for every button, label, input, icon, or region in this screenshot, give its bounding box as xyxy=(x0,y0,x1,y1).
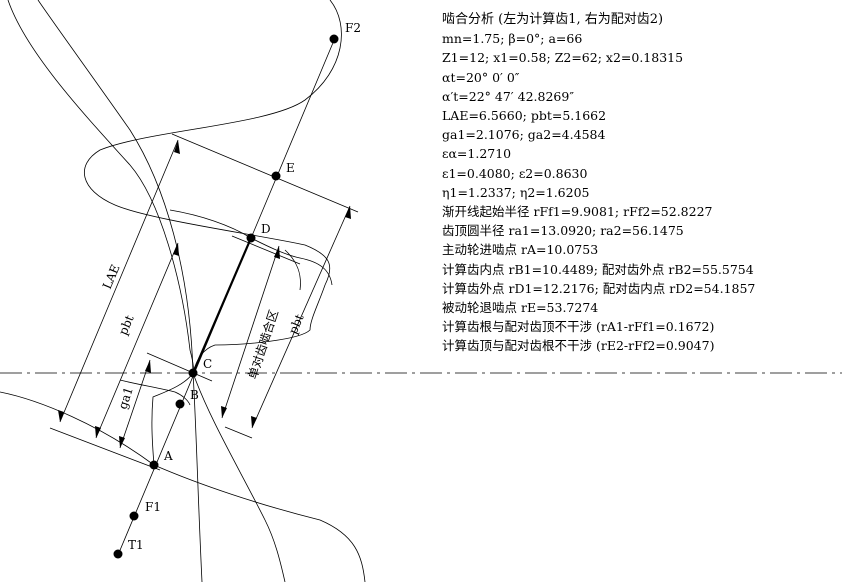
param-line-re: 被动轮退啮点 rE=53.7274 xyxy=(442,300,599,316)
pbt-left-arrow-start xyxy=(95,426,101,438)
label-f2: F2 xyxy=(345,21,361,35)
param-line-rb: 计算齿内点 rB1=10.4489; 配对齿外点 rB2=55.5754 xyxy=(442,261,754,277)
single-pair-segment xyxy=(191,237,253,374)
ga1-arrow-end xyxy=(145,360,151,373)
param-line-ga: ga1=2.1076; ga2=4.4584 xyxy=(442,127,606,143)
label-pbt-left: pbt xyxy=(116,313,137,337)
point-f1-marker xyxy=(129,511,139,521)
param-line-lae: LAE=6.5660; pbt=5.1662 xyxy=(442,108,607,124)
ext-line-e xyxy=(171,133,359,213)
label-pbt-right: pbt xyxy=(286,312,307,336)
gear1-flank-curve xyxy=(7,0,194,374)
point-c-marker xyxy=(188,368,198,378)
mesh-analysis-panel: 啮合分析 (左为计算齿1, 右为配对齿2) mn=1.75; β=0°; a=6… xyxy=(442,10,834,356)
label-lae: LAE xyxy=(100,262,123,291)
param-line-rd: 计算齿外点 rD1=12.2176; 配对齿内点 rD2=54.1857 xyxy=(442,280,756,296)
ext-line-a xyxy=(49,427,161,471)
pbt-left-dimension-line xyxy=(95,242,179,439)
param-line-teeth: Z1=12; x1=0.58; Z2=62; x2=0.18315 xyxy=(442,50,684,66)
param-line-module: mn=1.75; β=0°; a=66 xyxy=(442,31,583,47)
ga1-arrow-start xyxy=(119,436,125,448)
point-d-marker xyxy=(246,233,256,243)
param-line-eta: η1=1.2337; η2=1.6205 xyxy=(442,184,590,200)
label-b: B xyxy=(190,388,199,402)
ext-line-d xyxy=(231,235,301,265)
param-line-tip-check: 计算齿顶与配对齿根不干涉 (rE2-rFf2=0.9047) xyxy=(442,338,715,354)
gear1-tooth-profile xyxy=(37,0,203,582)
pbt-left-arrow-end xyxy=(173,243,179,256)
label-single-pair-zone: 单对齿啮合区 xyxy=(245,308,282,381)
gear2-fillet-curve xyxy=(119,379,191,406)
lae-arrow-start xyxy=(58,410,64,422)
ext-line-c xyxy=(146,352,213,382)
param-line-epsilon: ε1=0.4080; ε2=0.8630 xyxy=(442,165,588,181)
param-line-rff: 渐开线起始半径 rFf1=9.9081; rFf2=52.8227 xyxy=(442,204,713,220)
single-zone-arrow-end xyxy=(274,246,280,259)
param-line-ra: 齿顶圆半径 ra1=13.0920; ra2=56.1475 xyxy=(442,223,684,239)
param-line-ra-point: 主动轮进啮点 rA=10.0753 xyxy=(442,242,599,258)
pbt-right-dimension-line xyxy=(251,205,351,429)
label-a: A xyxy=(163,449,173,463)
single-zone-dimension-line xyxy=(221,245,280,419)
single-zone-arrow-start xyxy=(221,406,227,418)
param-line-alpha-t-prime: α′t=22° 47′ 42.8269″ xyxy=(442,88,574,104)
point-e-marker xyxy=(271,171,281,181)
param-line-root-check: 计算齿根与配对齿顶不干涉 (rA1-rFf1=0.1672) xyxy=(442,319,715,335)
label-t1: T1 xyxy=(128,538,144,552)
label-c: C xyxy=(203,357,212,371)
ga1-dimension-line xyxy=(119,359,151,449)
gear1-root-curve xyxy=(0,391,366,582)
param-line-alpha-t: αt=20° 0′ 0″ xyxy=(442,69,520,85)
lae-arrow-end xyxy=(174,140,180,154)
lae-dimension-line xyxy=(59,139,179,423)
label-ga1: ga1 xyxy=(116,385,136,411)
gear-contact-curve xyxy=(169,209,333,286)
pbt-right-arrow-start xyxy=(251,416,257,428)
gear1-root-curve-2 xyxy=(192,372,286,582)
label-e: E xyxy=(286,161,295,175)
param-line-epsilon-alpha: εα=1.2710 xyxy=(442,146,512,162)
point-b-marker xyxy=(175,399,185,409)
label-d: D xyxy=(261,222,271,236)
label-f1: F1 xyxy=(145,500,161,514)
pbt-right-arrow-end xyxy=(345,206,351,219)
point-f2-marker xyxy=(329,34,339,44)
gear-contact-curve-2 xyxy=(284,249,301,291)
ext-line-b xyxy=(224,426,253,439)
analysis-title: 啮合分析 (左为计算齿1, 右为配对齿2) xyxy=(442,12,664,27)
point-a-marker xyxy=(149,460,159,470)
point-t1-marker xyxy=(113,549,123,559)
